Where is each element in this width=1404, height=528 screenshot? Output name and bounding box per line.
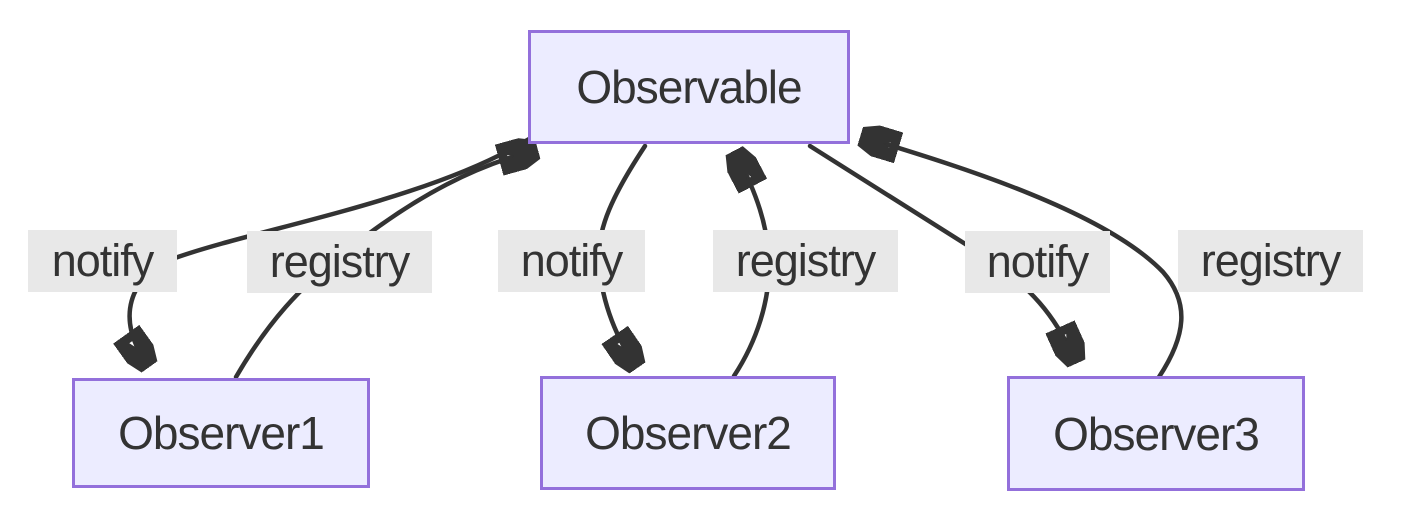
edge-label-registry-observer3: registry — [1178, 230, 1363, 292]
edge-label-registry-observer1: registry — [247, 231, 432, 293]
edge-label-notify-observer2: notify — [498, 230, 645, 292]
node-observer2: Observer2 — [540, 376, 836, 490]
node-observer3: Observer3 — [1007, 376, 1305, 491]
node-observable-label: Observable — [576, 61, 802, 113]
edge-observable-to-observer1-notify — [130, 136, 532, 362]
node-observer1: Observer1 — [72, 378, 370, 488]
edge-label-notify-observer1: notify — [28, 230, 177, 292]
edge-label-notify-observer3: notify — [965, 231, 1110, 293]
node-observer3-label: Observer3 — [1053, 407, 1260, 460]
node-observable: Observable — [528, 30, 850, 144]
edge-label-registry-observer2: registry — [713, 230, 898, 292]
node-observer1-label: Observer1 — [118, 407, 325, 459]
node-observer2-label: Observer2 — [585, 407, 792, 459]
edge-observer3-to-observable-registry — [866, 138, 1184, 380]
